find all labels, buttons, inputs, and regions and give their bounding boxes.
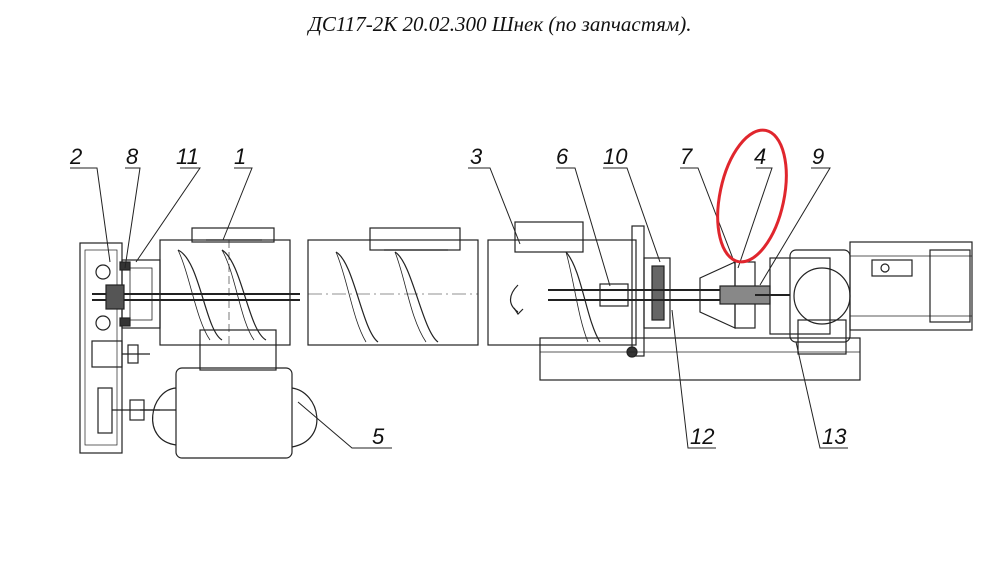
callout-labels: 2 8 11 1 3 6 10 7 4 9 5 12 13 (69, 144, 847, 449)
callout-1: 1 (234, 144, 246, 169)
trough-section-left (159, 227, 291, 346)
trough-section-middle (307, 227, 479, 346)
electric-motor (849, 241, 973, 331)
trough-section-right (487, 221, 637, 346)
callout-5: 5 (372, 424, 385, 449)
coupling (699, 261, 790, 329)
left-bearing-hub (92, 259, 300, 329)
page-title: ДС117-2К 20.02.300 Шнек (по запчастям). (308, 12, 692, 36)
callout-3: 3 (470, 144, 483, 169)
callout-2: 2 (69, 144, 82, 169)
callout-7: 7 (680, 144, 693, 169)
highlight-ellipse (716, 128, 788, 264)
callout-8: 8 (126, 144, 139, 169)
callout-4: 4 (754, 144, 766, 169)
callout-9: 9 (812, 144, 824, 169)
leader-lines (70, 167, 848, 449)
left-mounting-plate (79, 242, 160, 454)
callout-12: 12 (690, 424, 714, 449)
callout-11: 11 (176, 144, 199, 169)
callout-10: 10 (603, 144, 628, 169)
callout-13: 13 (822, 424, 847, 449)
discharge-drum (129, 329, 318, 459)
base-frame (539, 337, 861, 381)
callout-6: 6 (556, 144, 569, 169)
drive-end-flange (548, 225, 720, 358)
